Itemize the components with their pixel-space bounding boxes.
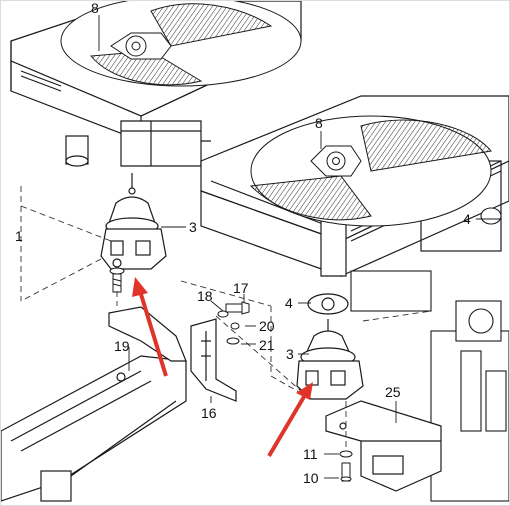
bracket-16 (190, 318, 237, 402)
left-fan (60, 1, 302, 87)
right-frame-parts (350, 207, 509, 502)
lower-left-frame (1, 306, 187, 502)
callout-4-lower: 4 (285, 295, 293, 311)
arrow-up-right (267, 382, 313, 458)
callout-10: 10 (303, 470, 319, 486)
callout-17: 17 (233, 280, 249, 296)
callout-labels: 8 8 1 3 4 18 17 4 20 21 3 19 16 25 11 10 (15, 1, 471, 486)
leader-lines (98, 15, 501, 479)
engine-mount-upper (100, 173, 167, 270)
callout-18: 18 (197, 288, 213, 304)
bolt-washer-upper (109, 267, 125, 293)
callout-16: 16 (201, 405, 217, 421)
callout-19: 19 (114, 338, 130, 354)
callout-20: 20 (259, 318, 275, 334)
callout-1: 1 (15, 228, 23, 244)
callout-3-upper: 3 (189, 219, 197, 235)
right-fan (249, 115, 492, 227)
callout-11: 11 (303, 446, 318, 462)
callout-8-right-fan: 8 (315, 115, 323, 131)
callout-3-lower: 3 (286, 346, 294, 362)
bolts-10-11 (339, 450, 353, 482)
callout-21: 21 (259, 337, 275, 353)
bolts-17-21 (217, 301, 250, 345)
assembly-dashed-lines (20, 186, 432, 451)
bracket-25 (325, 400, 442, 492)
arrow-up-left (132, 277, 168, 377)
engine-mount-lower (296, 293, 364, 400)
callout-25: 25 (385, 384, 401, 400)
red-arrows (132, 277, 313, 458)
callout-8-top-left: 8 (91, 1, 99, 16)
callout-4-right: 4 (463, 211, 471, 227)
